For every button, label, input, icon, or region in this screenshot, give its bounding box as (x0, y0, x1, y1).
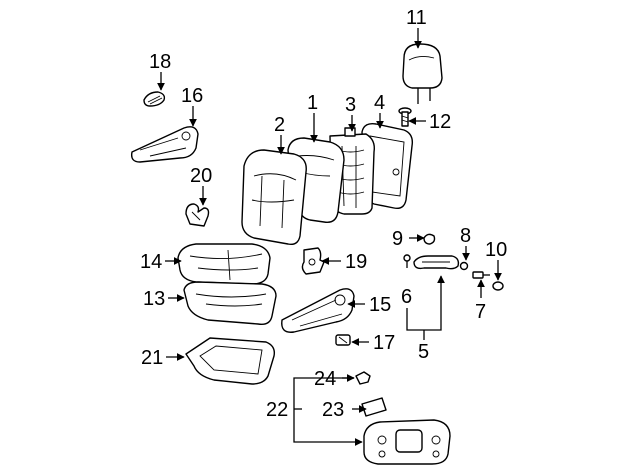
callout-6: 6 (401, 286, 412, 308)
callout-1: 1 (307, 92, 318, 114)
callout-9: 9 (392, 228, 403, 250)
plate-23-part (361, 397, 387, 417)
seat-cushion-cover-part (177, 243, 271, 285)
screw-7-part (472, 271, 490, 279)
callout-16: 16 (181, 85, 203, 107)
callout-8: 8 (460, 225, 471, 247)
callout-14: 14 (140, 251, 162, 273)
knob-18-part (143, 91, 166, 107)
callout-3: 3 (345, 94, 356, 116)
control-panel-22-part (363, 419, 451, 465)
callout-11: 11 (406, 7, 427, 29)
callout-15: 15 (369, 294, 391, 316)
callout-labels: 11 12 4 3 1 2 18 16 20 14 13 19 15 17 21… (140, 7, 507, 421)
callout-17: 17 (373, 332, 395, 354)
cap-10-part (492, 281, 504, 291)
knob-9-part (423, 233, 436, 245)
seat-cushion-pad-part (183, 281, 277, 326)
callout-10: 10 (485, 239, 507, 261)
side-cover-15-part (281, 288, 355, 333)
seatback-cover-part (241, 149, 307, 246)
callout-18: 18 (149, 51, 171, 73)
bracket-19-part (301, 247, 325, 275)
lever-5-part (413, 255, 460, 270)
seat-pan-21-part (185, 337, 276, 385)
callout-20: 20 (190, 165, 212, 187)
callout-24: 24 (314, 368, 336, 390)
callout-5: 5 (418, 341, 429, 363)
callout-4: 4 (374, 92, 385, 114)
callout-12: 12 (429, 111, 451, 133)
washer-8-part (459, 261, 469, 271)
callout-23: 23 (322, 399, 344, 421)
callout-13: 13 (143, 288, 165, 310)
pin-6-part (403, 254, 411, 268)
callout-21: 21 (141, 347, 163, 369)
headrest-part (402, 43, 443, 104)
callout-7: 7 (475, 301, 486, 323)
side-shield-16-part (130, 126, 199, 163)
fastener-24-part (355, 371, 371, 385)
clip-20-part (185, 203, 210, 227)
callout-2: 2 (274, 114, 285, 136)
button-17-part (335, 334, 351, 346)
callout-19: 19 (345, 251, 367, 273)
leader-lines (157, 28, 502, 446)
callout-22: 22 (266, 399, 288, 421)
bolt-12-part (398, 107, 412, 127)
